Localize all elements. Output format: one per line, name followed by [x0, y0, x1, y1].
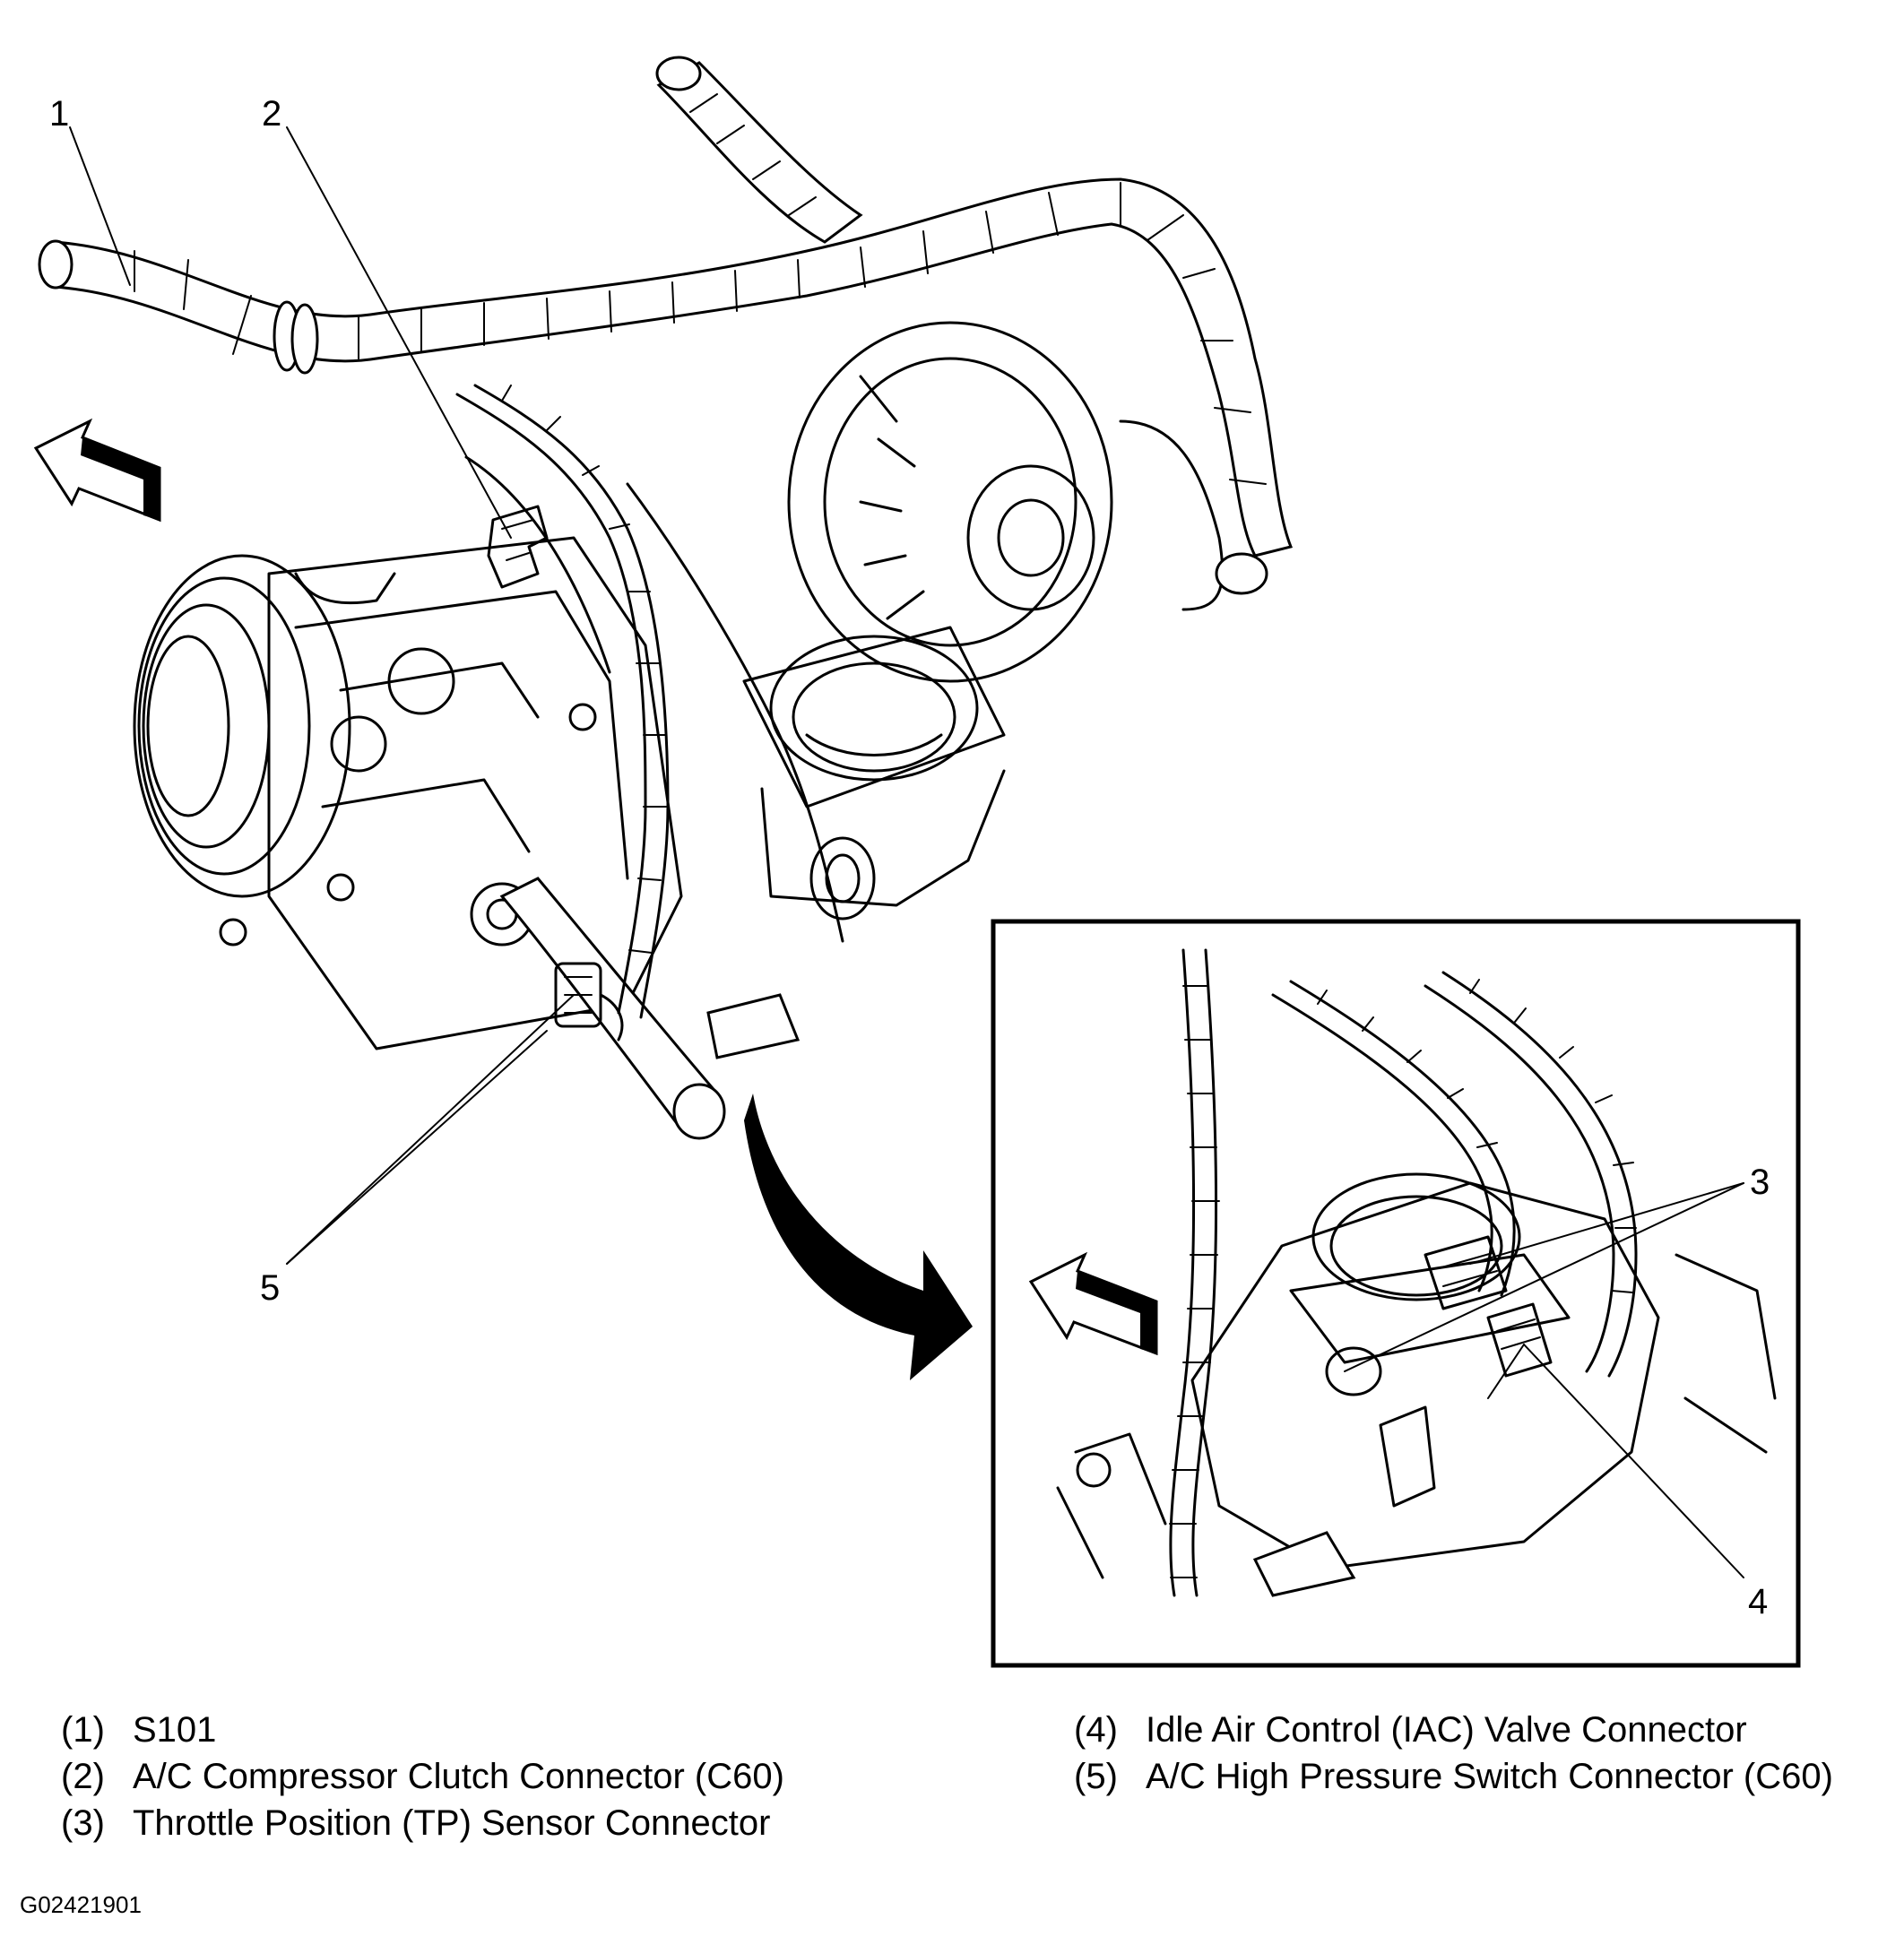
legend-text: Idle Air Control (IAC) Valve Connector	[1146, 1710, 1747, 1750]
ac-compressor	[133, 536, 683, 1050]
legend-item: (2) A/C Compressor Clutch Connector (C60)	[61, 1757, 784, 1797]
legend-number: (5)	[1074, 1757, 1118, 1796]
callout-4: 4	[1748, 1582, 1768, 1621]
engine-illustration	[33, 56, 1294, 1140]
callout-3: 3	[1750, 1163, 1770, 1202]
iac-valve-connector	[1486, 1302, 1553, 1378]
legend-text: A/C Compressor Clutch Connector (C60)	[133, 1757, 784, 1796]
legend-number: (2)	[61, 1757, 105, 1796]
inset-wiring-harness	[1169, 948, 1638, 1597]
wiring-harness	[455, 384, 844, 1019]
callout-5: 5	[260, 1268, 280, 1308]
alternator	[787, 321, 1268, 683]
lower-hose	[499, 877, 801, 1140]
ac-compressor-clutch-connector	[487, 505, 549, 589]
legend-text: S101	[133, 1710, 217, 1750]
ac-high-pressure-switch-connector	[554, 962, 624, 1042]
callout-1: 1	[49, 94, 69, 134]
figure-id: G02421901	[20, 1891, 142, 1918]
legend-text: Throttle Position (TP) Sensor Connector	[133, 1803, 771, 1843]
legend-number: (4)	[1074, 1710, 1118, 1750]
detail-inset	[991, 919, 1801, 1668]
legend-number: (1)	[61, 1710, 105, 1750]
upper-hose	[38, 177, 1294, 558]
leader-lines	[69, 126, 1744, 1578]
tp-sensor-connector	[1424, 1235, 1508, 1310]
legend-item: (5) A/C High Pressure Switch Connector (C…	[1074, 1757, 1833, 1797]
throttle-body	[742, 626, 1006, 921]
legend-number: (3)	[61, 1803, 105, 1843]
legend-item: (3) Throttle Position (TP) Sensor Connect…	[61, 1803, 770, 1844]
legend-item: (4) Idle Air Control (IAC) Valve Connecto…	[1074, 1710, 1747, 1750]
inset-direction-arrow	[1028, 1251, 1158, 1356]
legend-item: (1) S101	[61, 1710, 216, 1750]
legend-text: A/C High Pressure Switch Connector (C60)	[1146, 1757, 1833, 1796]
detail-curved-arrow	[744, 1094, 973, 1380]
front-direction-arrow	[33, 418, 161, 523]
upper-right-hose	[655, 56, 863, 244]
callout-2: 2	[262, 94, 281, 134]
